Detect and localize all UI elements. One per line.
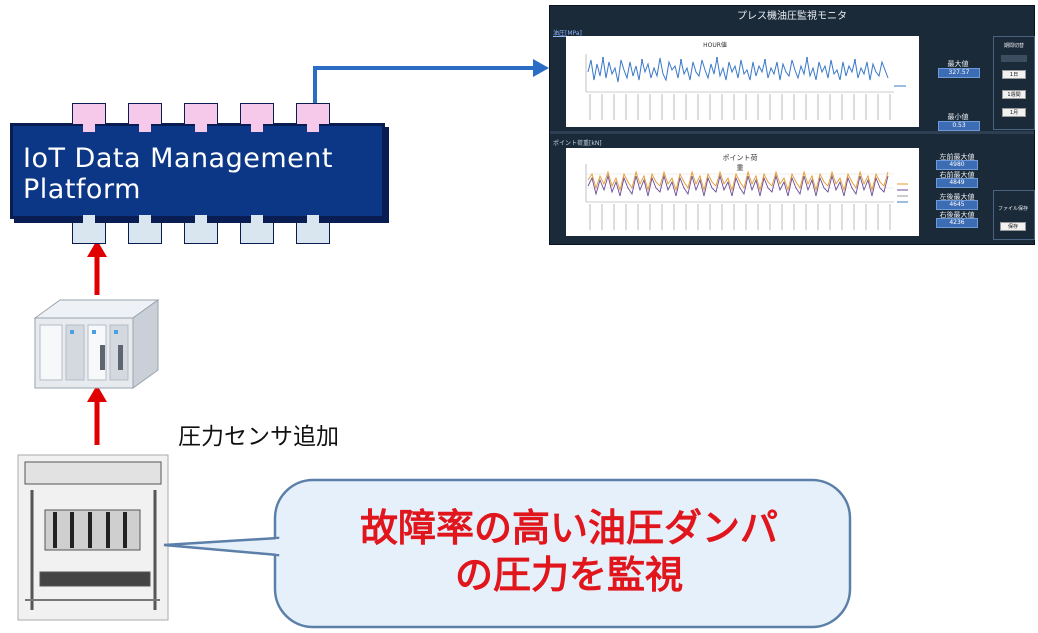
platform-to-monitor-arrow: [313, 66, 540, 110]
platform-bottom-connector: [240, 215, 274, 244]
stat-rear-left-label: 左後最大値: [939, 193, 975, 201]
callout-line2: の圧力を監視: [454, 553, 683, 597]
load-series-purple: [587, 174, 889, 197]
platform-top-connector: [184, 103, 218, 132]
platform-bottom-connector: [72, 215, 106, 244]
period-1month-button[interactable]: 1月: [1002, 108, 1026, 117]
monitor-chart-pressure: [585, 54, 906, 120]
stat-rear-right-label: 右後最大値: [939, 211, 975, 219]
monitor-title: プレス機油圧監視モニタ: [737, 11, 847, 22]
monitor-divider: [550, 131, 1034, 134]
load-series-orange: [587, 170, 889, 192]
stat-front-right-label: 右前最大値: [939, 171, 975, 179]
callout-text: 故障率の高い油圧ダンパ の圧力を監視: [288, 505, 850, 599]
stat-front-right-value: 4849: [936, 178, 978, 188]
platform-title: IoT Data Management Platform: [23, 143, 393, 205]
period-switch-panel: [993, 36, 1035, 130]
monitor-chart-pressure-panel: [566, 36, 919, 127]
controller-to-platform-arrowhead: [87, 240, 107, 257]
file-save-button[interactable]: 保存: [1000, 222, 1026, 231]
pressure-series-points: [602, 57, 856, 61]
monitor-chart-load: [585, 164, 908, 230]
platform-to-monitor-arrowhead: [533, 59, 549, 77]
stat-max-value: 327.57: [938, 68, 980, 78]
platform-top-connector: [72, 103, 106, 132]
period-1day-button[interactable]: 1日: [1002, 70, 1026, 79]
platform-top-connector: [296, 103, 330, 132]
monitor-chart-pressure-title: HOUR値: [703, 42, 727, 49]
platform-top-connector: [240, 103, 274, 132]
pressure-series-line: [587, 57, 889, 83]
stat-front-left-value: 4980: [936, 160, 978, 170]
platform-bottom-connector: [296, 215, 330, 244]
controller-cabinet-icon: [33, 299, 160, 389]
stat-front-left-label: 左前最大値: [939, 153, 975, 161]
platform-title-line2: Platform: [23, 174, 141, 205]
stat-min-value: 0.53: [938, 121, 980, 131]
monitor-section-label-pressure[interactable]: 油圧[MPa]: [553, 30, 582, 37]
platform-title-line1: IoT Data Management: [23, 143, 333, 174]
period-display-box: [1001, 55, 1027, 62]
period-1week-button[interactable]: 1週間: [1002, 90, 1026, 99]
load-x-tick-labels: [589, 204, 891, 230]
monitor-chart-load-title: ポイント荷重: [722, 154, 758, 172]
pressure-x-tick-labels: [589, 94, 891, 120]
platform-bottom-connector: [184, 215, 218, 244]
callout-bubble: [163, 478, 852, 629]
press-machine-icon: [17, 454, 169, 621]
stat-min-label: 最小値: [947, 113, 969, 121]
platform-bottom-connector: [128, 215, 162, 244]
callout-line1: 故障率の高い油圧ダンパ: [359, 506, 778, 550]
pressure-sensor-caption: 圧力センサ追加: [178, 424, 339, 450]
stat-rear-left-value: 4645: [936, 200, 978, 210]
file-save-panel: [993, 190, 1035, 240]
platform-top-connector: [128, 103, 162, 132]
stat-max-label: 最大値: [947, 60, 969, 68]
stat-rear-right-value: 4236: [936, 218, 978, 228]
press-to-controller-arrowhead: [87, 385, 107, 402]
file-save-label: ファイル保存: [997, 206, 1028, 212]
period-switch-title: 期間切替: [1003, 43, 1024, 49]
monitor-section-label-load: ポイント荷重[kN]: [553, 140, 602, 147]
load-legend: [897, 183, 908, 203]
